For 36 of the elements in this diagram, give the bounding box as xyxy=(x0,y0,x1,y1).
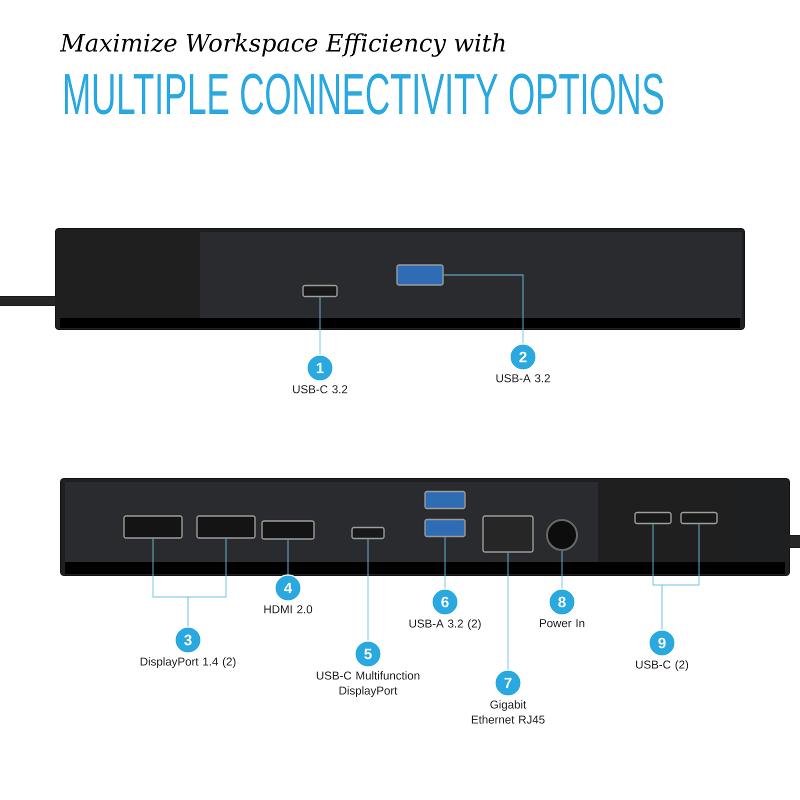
callout-number: 5 xyxy=(354,640,382,668)
port-label: USB-C (2) xyxy=(636,660,688,671)
callout-number: 1 xyxy=(306,354,334,382)
leader-line xyxy=(662,524,700,630)
port-drawing xyxy=(196,515,256,539)
port-label: USB-C 3.2 xyxy=(293,385,348,394)
callout-number: 8 xyxy=(548,588,576,616)
port-drawing xyxy=(351,526,385,540)
port-drawing xyxy=(302,284,338,298)
port-label: Power In xyxy=(540,619,584,628)
callout-number: 6 xyxy=(431,588,459,616)
port-label: HDMI 2.0 xyxy=(264,605,312,614)
subtitle: Maximize Workspace Efficiency with xyxy=(60,33,505,57)
port-drawing xyxy=(123,515,183,539)
callout-number: 2 xyxy=(509,343,537,371)
port-drawing xyxy=(546,519,578,551)
port-drawing xyxy=(424,518,466,538)
callout-number: 9 xyxy=(648,629,676,657)
port-label: USB-A 3.2 (2) xyxy=(409,619,481,630)
port-drawing xyxy=(424,490,466,510)
callout-number: 4 xyxy=(274,574,302,602)
port-drawing xyxy=(634,512,672,524)
callout-number: 7 xyxy=(494,669,522,697)
callout-number: 3 xyxy=(174,626,202,654)
leader-line xyxy=(444,536,446,589)
port-label: Gigabit Ethernet RJ45 xyxy=(472,700,545,724)
port-label: USB-A 3.2 xyxy=(496,374,550,382)
port-drawing xyxy=(482,515,534,553)
port-drawing xyxy=(680,512,718,524)
port-label: USB-C Multifunction DisplayPort xyxy=(316,671,420,697)
leader-line xyxy=(188,538,226,627)
leader-line xyxy=(443,274,524,344)
port-label: DisplayPort 1.4 (2) xyxy=(140,657,236,668)
title: MULTIPLE CONNECTIVITY OPTIONS xyxy=(64,73,664,115)
port-drawing xyxy=(261,520,315,540)
port-drawing xyxy=(396,264,444,286)
